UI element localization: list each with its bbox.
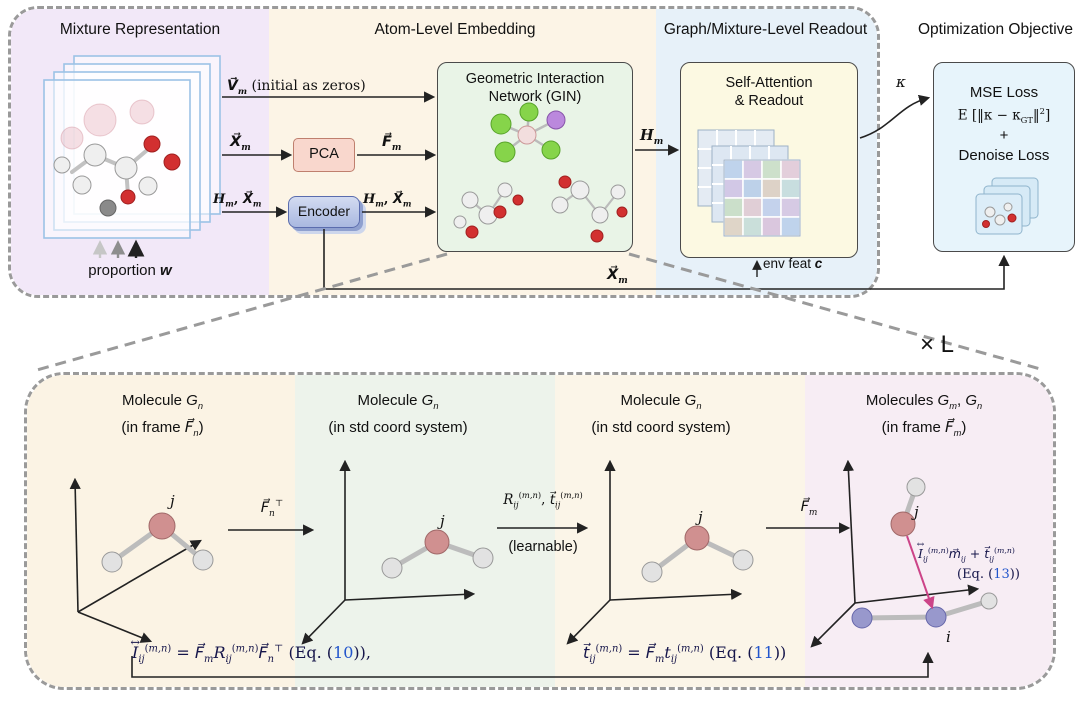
molecule-stage-4 [851,477,998,629]
arrow-kappa [859,94,931,139]
stage4-title: Molecules Gm, Gn [865,392,983,411]
stage4-header: Molecules Gm, Gn (in frame F⃗m) [810,390,1038,444]
label-hmxm-out: Hm, X⃗m [363,192,412,209]
label-vm: V⃗m (initial as zeros) [227,78,366,97]
pca-label: PCA [309,146,339,162]
transform3-label: F⃗m [800,499,818,518]
repeat-times-label: × L [920,331,955,358]
atom-j-stage4: j [914,503,919,521]
stage1-title: Molecule Gn [121,392,204,411]
stage1-header: Molecule Gn (in frame F⃗n) [55,390,270,444]
encoder-box [288,196,360,228]
denoise-loss-label: Denoise Loss [958,147,1050,164]
stage2-header: Molecule Gn (in std coord system) [288,390,508,438]
atom-j-stage1: j [170,492,175,510]
attention-grids [697,129,801,237]
flow-arrows [222,91,1010,290]
axes-stage-2 [301,459,476,645]
arrow-xm-skip [323,229,1010,290]
stage3-bg [555,375,805,687]
proportion-label: proportion w [88,262,172,279]
eq13-ref: (Eq. (13)) [957,567,1020,582]
stage3-subtitle: (in std coord system) [591,419,731,436]
arrow-bottom-loop [131,651,934,678]
transform1-label: F⃗n⊤ [260,499,284,519]
mse-formula: E [‖κ − κGT‖2] [957,106,1051,126]
stage4-subtitle: (in frame F⃗m) [881,419,967,438]
eq10: ↔Iij(m,n) = F⃗mRij(m,n)F⃗n⊤ (Eq. (10)), [130,635,371,666]
stage2-subtitle: (in std coord system) [328,419,468,436]
gin-title: Geometric Interaction Network (GIN) [465,71,605,106]
transform2-note: (learnable) [508,539,578,555]
stage3-title: Molecule Gn [620,392,702,411]
label-fm: F⃗m [382,133,402,153]
atom-i-stage4: i [946,628,951,646]
stage3-header: Molecule Gn (in std coord system) [550,390,772,438]
section-title-atom: Atom-Level Embedding [374,21,536,38]
label-hm: Hm [640,127,664,147]
bottom-zoom-panel [24,372,1056,690]
denoise-molecule-icon [975,177,1039,235]
stage2-title: Molecule Gn [357,392,439,411]
eq13-expression: ↔Iij(m,n)m⃗ij + t⃗ij(m,n) [916,540,1015,564]
label-env-feat: env feat c [763,256,823,271]
molecule-stage-1 [101,512,214,573]
label-xm: X⃗m [230,133,251,153]
stage1-subtitle: (in frame F⃗n) [121,419,204,438]
transform2-label: Rij(m,n), t⃗ij(m,n) [503,490,583,510]
section-title-readout: Graph/Mixture-Level Readout [663,21,868,38]
mixture-frame-stack [43,55,221,239]
mse-loss-label: MSE Loss [969,84,1039,101]
atom-j-stage3: j [698,508,703,526]
axes-stage-4 [810,459,980,648]
proportion-arrows [92,239,145,258]
label-xm-skip: X⃗m [607,266,628,286]
axes-stage-1 [69,477,202,643]
gin-molecules [453,102,628,243]
atom-j-stage2: j [440,512,445,530]
label-kappa: κ [896,73,906,91]
transform-arrows [131,522,934,678]
sa-title: Self-Attention& Readout [725,75,813,110]
section-title-objective: Optimization Objective [917,21,1074,38]
stage2-bg [295,375,555,687]
loss-box [933,62,1075,252]
axes-stage-3 [566,459,743,645]
encoder-label: Encoder [297,203,351,219]
molecule-stage-3 [641,525,754,583]
label-hmxm-in: Hm, X⃗m [213,192,262,209]
mixture-molecule [53,99,181,217]
section-title-mixture: Mixture Representation [59,21,221,38]
pca-box [293,138,355,172]
molecule-stage-2 [381,529,494,579]
eq11: t⃗ij(m,n) = F⃗mtij(m,n) (Eq. (11)) [583,643,787,666]
loss-plus: + [999,127,1009,144]
